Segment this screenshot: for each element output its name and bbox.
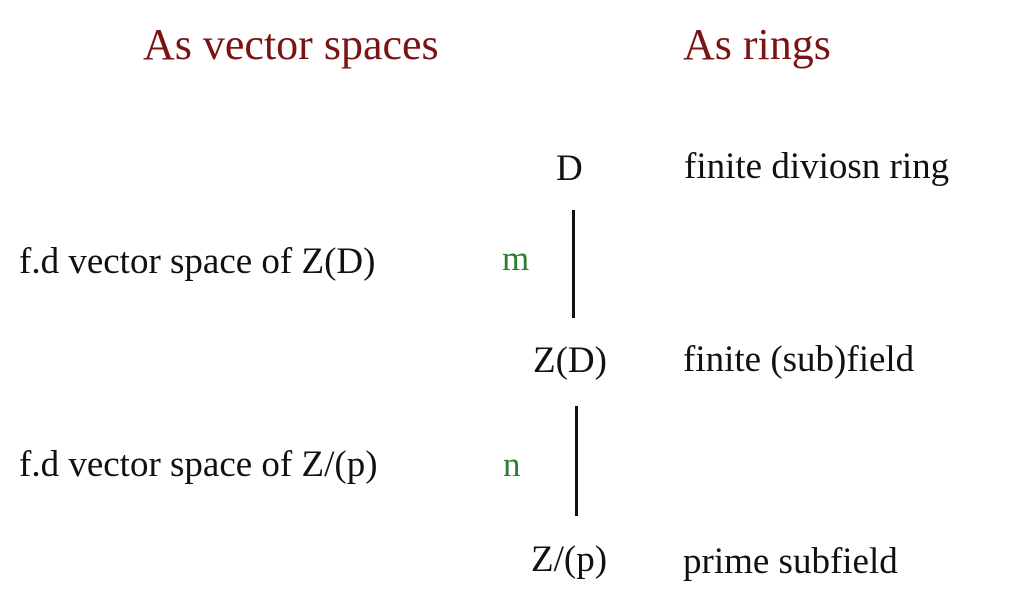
ring-description-bottom: prime subfield [683, 541, 898, 582]
heading-rings: As rings [683, 20, 831, 69]
extension-line-upper [572, 210, 575, 318]
vector-space-description-upper: f.d vector space of Z(D) [19, 241, 376, 282]
dimension-label-n: n [503, 445, 521, 484]
node-prime-field: Z/(p) [531, 539, 608, 580]
node-center: Z(D) [533, 340, 607, 381]
node-division-ring: D [556, 148, 583, 189]
ring-description-middle: finite (sub)field [683, 339, 915, 380]
vector-space-description-lower: f.d vector space of Z/(p) [19, 444, 378, 485]
heading-vector-spaces: As vector spaces [143, 20, 439, 69]
extension-line-lower [575, 406, 578, 516]
dimension-label-m: m [502, 239, 530, 278]
ring-description-top: finite diviosn ring [684, 146, 950, 187]
